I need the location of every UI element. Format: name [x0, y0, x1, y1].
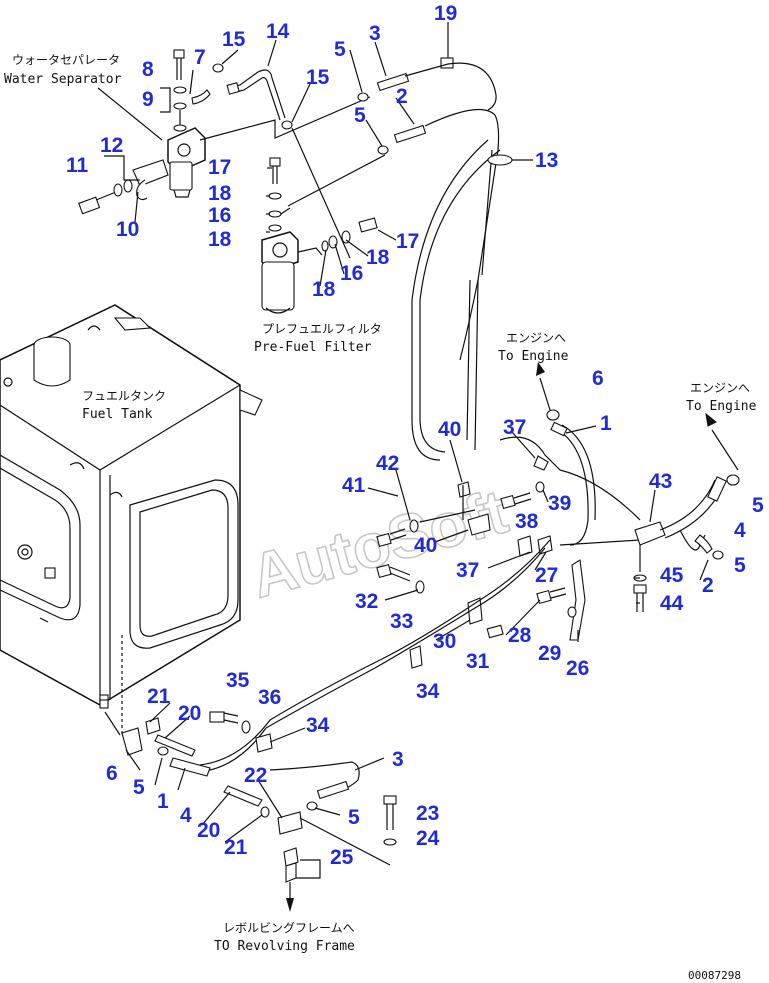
callout-18: 18	[312, 278, 336, 301]
pre-fuel-filter-label-en: Pre-Fuel Filter	[254, 340, 372, 355]
fuel-tank-label-en: Fuel Tank	[82, 407, 153, 422]
callout-17: 17	[208, 156, 231, 179]
callout-8: 8	[142, 58, 154, 81]
callout-37: 37	[456, 559, 479, 582]
revolving-frame-label-jp: レボルビングフレームへ	[223, 921, 355, 935]
callout-13: 13	[535, 149, 558, 172]
callout-15: 15	[222, 28, 246, 51]
callout-11: 11	[66, 154, 89, 177]
callout-1: 1	[157, 790, 169, 813]
callout-39: 39	[548, 492, 571, 515]
callout-2: 2	[702, 574, 714, 597]
callout-10: 10	[116, 218, 139, 241]
callout-15: 15	[306, 66, 330, 89]
callout-7: 7	[194, 46, 206, 69]
callout-43: 43	[649, 470, 672, 493]
callout-25: 25	[330, 846, 354, 869]
pre-fuel-filter-label-jp: プレフュエルフィルタ	[262, 322, 382, 336]
callout-3: 3	[392, 748, 404, 771]
callout-40: 40	[438, 418, 461, 441]
callout-5: 5	[734, 554, 746, 577]
callout-18: 18	[208, 228, 232, 251]
callout-24: 24	[416, 827, 440, 850]
callout-23: 23	[416, 802, 439, 825]
callout-16: 16	[340, 262, 363, 285]
callout-14: 14	[266, 20, 290, 43]
callout-31: 31	[466, 650, 490, 673]
fuel-tank	[0, 304, 263, 735]
callout-21: 21	[147, 685, 171, 708]
callout-5: 5	[752, 494, 764, 517]
water-separator	[78, 49, 224, 215]
arrow-to-engine-1	[536, 362, 551, 411]
fuel-tank-label-jp: フュエルタンク	[82, 389, 166, 403]
revolving-frame-label-en: TO Revolving Frame	[214, 939, 355, 954]
to-engine-label-en-2: To Engine	[686, 399, 757, 414]
callout-37: 37	[503, 416, 526, 439]
clamp-assembly-middle	[376, 455, 586, 669]
callout-18: 18	[208, 182, 232, 205]
to-engine-label-jp-1: エンジンへ	[506, 331, 566, 345]
callout-35: 35	[226, 669, 250, 692]
callout-4: 4	[734, 519, 746, 542]
callout-26: 26	[566, 657, 589, 680]
callout-5: 5	[348, 806, 360, 829]
callout-44: 44	[660, 592, 684, 615]
water-separator-label-jp: ウォータセパレータ	[12, 53, 120, 67]
arrow-to-engine-2	[705, 412, 739, 471]
callout-4: 4	[180, 804, 192, 827]
water-separator-label-en: Water Separator	[4, 72, 122, 87]
callout-29: 29	[538, 642, 561, 665]
document-id: 00087298	[688, 969, 741, 982]
callout-5: 5	[354, 104, 366, 127]
callout-21: 21	[224, 836, 248, 859]
callout-42: 42	[376, 452, 399, 475]
callout-27: 27	[535, 564, 558, 587]
callout-30: 30	[433, 630, 456, 653]
callout-20: 20	[178, 702, 201, 725]
leader-lines	[97, 22, 709, 843]
callout-22: 22	[244, 764, 267, 787]
callout-3: 3	[369, 22, 381, 45]
callout-5: 5	[133, 776, 145, 799]
callout-38: 38	[515, 510, 539, 533]
callout-19: 19	[434, 2, 457, 25]
callout-1: 1	[600, 412, 612, 435]
callout-numbers: 8 7 15 14 5 3 19 9 15 2 5 12 13 11 17 18…	[66, 2, 764, 869]
callout-16: 16	[208, 204, 231, 227]
pre-fuel-filter	[261, 157, 378, 314]
callout-34: 34	[306, 714, 330, 737]
callout-17: 17	[396, 230, 419, 253]
callout-18: 18	[366, 246, 390, 269]
to-engine-label-en-1: To Engine	[498, 349, 569, 364]
callout-34: 34	[416, 680, 440, 703]
callout-5: 5	[334, 38, 346, 61]
callout-33: 33	[390, 610, 413, 633]
to-engine-label-jp-2: エンジンへ	[690, 381, 750, 395]
callout-41: 41	[342, 474, 366, 497]
callout-6: 6	[592, 367, 604, 390]
callout-9: 9	[142, 88, 154, 111]
pipe-14	[226, 69, 293, 130]
callout-36: 36	[258, 686, 281, 709]
callout-20: 20	[197, 819, 220, 842]
hose-assembly-top	[357, 57, 513, 461]
callout-6: 6	[106, 762, 118, 785]
callout-45: 45	[660, 564, 684, 587]
callout-28: 28	[508, 624, 532, 647]
lower-left-assembly	[99, 699, 397, 912]
callout-32: 32	[355, 590, 378, 613]
callout-12: 12	[100, 134, 123, 157]
callout-2: 2	[396, 85, 408, 108]
callout-40: 40	[414, 534, 437, 557]
